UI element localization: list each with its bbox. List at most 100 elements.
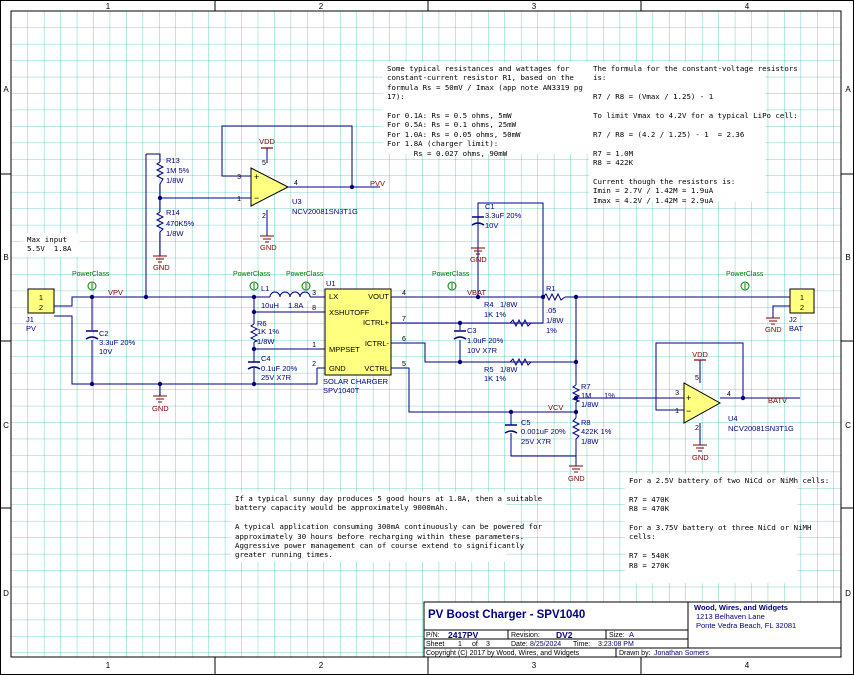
power-class-label: PowerClass [233,271,271,278]
r8-ref: R8 [581,418,591,427]
gnd-main [153,395,167,403]
capacitor-c3[interactable]: C3 1.0uF 20% 10V X7R [453,326,504,355]
row-label-left: B [3,253,8,262]
u3-pinnum: 1 [237,196,241,203]
resistor-r6[interactable]: R6 1K 1% 1/8W [249,319,279,346]
u4-pinnum: 2 [695,425,699,432]
l1-v1: 10uH [261,301,279,310]
copyright: Copyright (C) 2017 by Wood, Wires, and W… [426,650,580,657]
row-label-left: C [3,421,9,430]
r13-ref: R13 [166,156,180,165]
capacitor-c4[interactable]: C4 0.1uF 20% 25V X7R [247,354,298,382]
wire-u3-feedback [221,125,353,187]
u3-pinnum: 2 [262,213,266,220]
r7-ref: R7 [581,382,591,391]
opamp-u3[interactable]: + − 3 1 4 5 2 U3 NCV20081SN3T1G [237,160,358,220]
connector-j2[interactable]: 1 2 J2 BAT [789,288,815,333]
r7-v3: 1% [604,391,615,400]
c4-v1: 0.1uF 20% [261,364,298,373]
col-label-top: 2 [319,2,324,11]
power-class-flag-4: PowerClass [432,271,470,291]
time-label: Time: [573,641,590,648]
gnd-r14 [153,255,167,263]
drawn-by-value: Jonathan Somers [654,650,709,657]
u4-plus: + [686,393,691,403]
row-label-right: B [845,253,850,262]
capacitor-c2[interactable]: C2 3.3uF 20% 10V [85,329,136,356]
u3-pinnum: 5 [262,160,266,167]
revision-label: Revision: [511,632,540,639]
gnd-label: GND [153,263,170,272]
opamp-u4[interactable]: + − 3 1 4 5 2 U4 NCV20081SN3T1G [675,375,794,433]
note-max-input: Max input 5.5V 1.8A [23,233,79,257]
c5-ref: C5 [521,418,531,427]
j1-pin2: 2 [39,303,43,312]
r8-v1: 422K 1% [581,427,612,436]
date-label: Date: [511,641,528,648]
u4-ref: U4 [728,414,738,423]
u3-plus: + [254,172,259,182]
wire-bat-gnd [772,305,790,318]
resistor-r13[interactable]: R13 1M 5% 1/8W [155,156,190,185]
power-class-label: PowerClass [72,271,110,278]
r1-v3: 1% [546,326,557,335]
c2-v2: 10V [99,347,112,356]
resistor-r4[interactable]: R4 1/8W 1K 1% [484,300,532,328]
power-class-label: PowerClass [286,271,324,278]
u3-ref: U3 [292,197,302,206]
r6-v2: 1/8W [257,337,275,346]
u1-pinnum: 3 [312,290,316,297]
gnd-u4 [693,444,707,452]
u1-pin-ictrl-plus: ICTRL+ [363,318,390,327]
company-name: Wood, Wires, and Widgets [694,603,788,612]
connector-j1[interactable]: 1 2 J1 PV [26,288,55,333]
resistor-r14[interactable]: R14 470K5% 1/8W [155,208,195,238]
capacitor-c5[interactable]: C5 0.001uF 20% 25V X7R [504,418,566,446]
r14-ref: R14 [166,208,180,217]
u4-pinnum: 1 [675,408,679,415]
sheet-label: Sheet [426,641,444,648]
resistor-r8[interactable]: R8 422K 1% 1/8W [571,417,612,446]
power-class-label: PowerClass [432,271,470,278]
title-block: PV Boost Charger - SPV1040 Wood, Wires, … [423,601,842,658]
pn-value: 2417PV [448,630,479,640]
gnd-label: GND [470,255,487,264]
c4-v2: 25V X7R [261,373,292,382]
power-class-flag-2: PowerClass [233,271,271,291]
gnd-j2 [766,317,780,325]
resistor-r1[interactable]: R1 .05 1/8W 1% [542,284,566,335]
net-vbat: VBAT [467,288,486,297]
c1-v2: 10V [485,221,498,230]
wire-r13-top [146,153,161,162]
u1-pin-mppset: MPPSET [329,345,360,354]
ic-u1-solar-charger[interactable]: LX XSHUTOFF MPPSET GND VOUT ICTRL+ ICTRL… [312,279,406,395]
row-label-right: A [845,85,851,94]
u1-v2: SPV1040T [323,386,360,395]
r7-v1: 1M [581,391,591,400]
j2-ref: J2 [789,315,797,324]
inductor-l1[interactable]: L1 10uH 1.8A [261,284,311,310]
u1-pinnum: 2 [312,361,316,368]
gnd-c1 [471,247,485,255]
c3-ref: C3 [467,326,477,335]
row-label-left: D [3,589,9,598]
resistor-r5[interactable]: R5 1/8W 1K 1% [484,357,532,383]
r4-ref: R4 [484,300,494,309]
resistor-r7[interactable]: R7 1M 1/8W 1% [571,382,615,409]
capacitor-c1[interactable]: C1 3.3uF 20% 10V [471,202,522,230]
c1-v1: 3.3uF 20% [485,211,522,220]
vdd-label: VDD [259,137,275,146]
r1-v1: .05 [546,306,556,315]
c5-v2: 25V X7R [521,437,552,446]
row-label-left: A [3,85,9,94]
r13-v2: 1/8W [166,176,184,185]
wire-ictrl-minus [392,297,577,363]
power-class-flag-5: PowerClass [726,271,764,291]
wire-vcv [392,367,576,413]
u4-pinnum: 3 [675,390,679,397]
c3-v2: 10V X7R [467,346,498,355]
time-value: 3:23:08 PM [598,641,634,648]
note-cv-formula: The formula for the constant-voltage res… [589,62,798,205]
zone-labels: 1 2 3 4 1 2 3 4 A B C D A B C D [3,2,851,670]
